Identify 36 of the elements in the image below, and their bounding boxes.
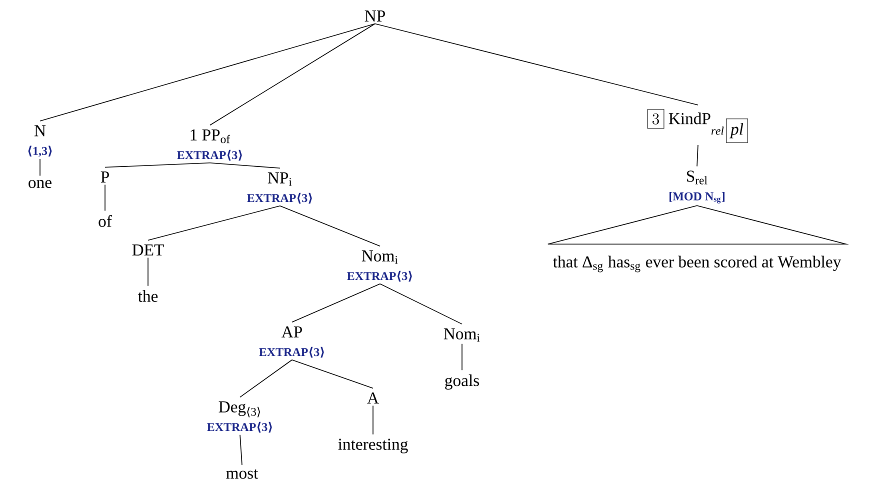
branch-line xyxy=(292,283,380,322)
tree-label: the xyxy=(138,290,158,302)
tree-label: NP$_{i}$ EXTRAP⟨3⟩ xyxy=(247,172,312,204)
tree-label: DET xyxy=(132,244,164,256)
branch-line xyxy=(104,184,106,212)
branch-line xyxy=(292,359,374,389)
branch-line xyxy=(240,359,292,398)
branch-line xyxy=(104,162,210,168)
branch-line xyxy=(280,205,380,247)
branch-line xyxy=(374,23,698,106)
branch-line xyxy=(210,23,376,126)
branch-line xyxy=(696,144,698,167)
tree-label: interesting xyxy=(338,438,408,454)
tree-label: that Δ$_{sg}$ has$_{sg}$ ever been scored at Wembley xyxy=(553,256,842,272)
tree-label: one xyxy=(28,180,52,188)
tree-label: goals xyxy=(445,374,479,390)
tree-label: most xyxy=(226,469,258,479)
branch-line xyxy=(372,405,374,435)
tree-label: Nom$_{i}$ xyxy=(444,328,480,342)
tree-label: AP EXTRAP⟨3⟩ xyxy=(259,326,324,358)
branch-line xyxy=(40,23,376,122)
branch-line xyxy=(240,434,242,466)
tree-label: 1 PP$_{of}$ EXTRAP⟨3⟩ xyxy=(177,129,242,161)
tree-label: P xyxy=(100,172,109,182)
tree-label: NP xyxy=(364,10,385,22)
branch-line xyxy=(148,205,280,241)
tree-label: $\boxed{3}\ \mathrm{KindP}_{\mathit{rel}\,\boxed{\mathit{pl}}}$ xyxy=(647,110,748,142)
tree-label: S$_{rel}$ [MOD N$_{sg}$] xyxy=(670,170,724,204)
tree-label: A xyxy=(367,392,379,404)
tree-label: of xyxy=(98,215,112,227)
tree-label: N ⟨1,3⟩ xyxy=(28,125,52,157)
tree-label: Deg$_{⟨3⟩}$ EXTRAP⟨3⟩ xyxy=(207,401,272,433)
tree-label: Nom$_{i}$ EXTRAP⟨3⟩ xyxy=(347,250,412,282)
triangle-branch xyxy=(548,205,698,245)
branch-line xyxy=(210,162,280,169)
branch-line xyxy=(380,283,462,324)
